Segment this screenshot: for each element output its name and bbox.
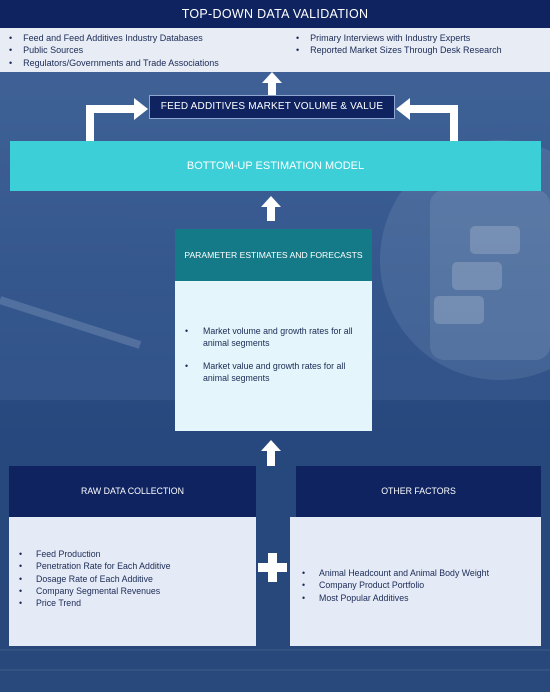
- parameter-estimates-panel: Market volume and growth rates for all a…: [175, 281, 372, 431]
- raw-data-item: Dosage Rate of Each Additive: [19, 573, 170, 586]
- market-volume-value-box: FEED ADDITIVES MARKET VOLUME & VALUE: [149, 95, 395, 119]
- other-factor-item: Most Popular Additives: [302, 592, 489, 605]
- raw-data-item: Feed Production: [19, 548, 170, 561]
- parameter-item: Market value and growth rates for all an…: [185, 360, 363, 384]
- source-item: Feed and Feed Additives Industry Databas…: [9, 32, 219, 44]
- plus-icon: [258, 553, 287, 582]
- raw-data-list: Feed Production Penetration Rate for Eac…: [19, 548, 170, 610]
- raw-data-item: Company Segmental Revenues: [19, 585, 170, 598]
- other-factors-title: OTHER FACTORS: [296, 466, 541, 517]
- raw-data-item: Price Trend: [19, 597, 170, 610]
- other-factor-item: Animal Headcount and Animal Body Weight: [302, 567, 489, 580]
- other-factors-panel: Animal Headcount and Animal Body Weight …: [290, 517, 541, 646]
- other-factors-list: Animal Headcount and Animal Body Weight …: [302, 567, 489, 604]
- top-down-sources-right: Primary Interviews with Industry Experts…: [296, 32, 502, 57]
- parameter-estimates-title: PARAMETER ESTIMATES AND FORECASTS: [175, 229, 372, 281]
- parameter-estimates-list: Market volume and growth rates for all a…: [185, 325, 363, 395]
- parameter-item: Market volume and growth rates for all a…: [185, 325, 363, 349]
- left-bracket-arrow-icon: [86, 98, 148, 142]
- raw-data-item: Penetration Rate for Each Additive: [19, 560, 170, 573]
- raw-data-collection-title: RAW DATA COLLECTION: [9, 466, 256, 517]
- other-factor-item: Company Product Portfolio: [302, 579, 489, 592]
- source-item: Public Sources: [9, 44, 219, 56]
- source-item: Primary Interviews with Industry Experts: [296, 32, 502, 44]
- bottom-up-estimation-model: BOTTOM-UP ESTIMATION MODEL: [10, 141, 541, 191]
- top-down-validation-title: TOP-DOWN DATA VALIDATION: [0, 0, 550, 28]
- top-down-sources-panel: Feed and Feed Additives Industry Databas…: [0, 28, 550, 72]
- top-down-sources-left: Feed and Feed Additives Industry Databas…: [9, 32, 219, 69]
- arrow-up-icon: [261, 440, 281, 466]
- source-item: Reported Market Sizes Through Desk Resea…: [296, 44, 501, 56]
- arrow-up-icon: [261, 196, 281, 221]
- raw-data-collection-panel: Feed Production Penetration Rate for Eac…: [9, 517, 256, 646]
- arrow-up-icon: [262, 72, 282, 96]
- source-item: Regulators/Governments and Trade Associa…: [9, 57, 219, 69]
- right-bracket-arrow-icon: [396, 98, 458, 142]
